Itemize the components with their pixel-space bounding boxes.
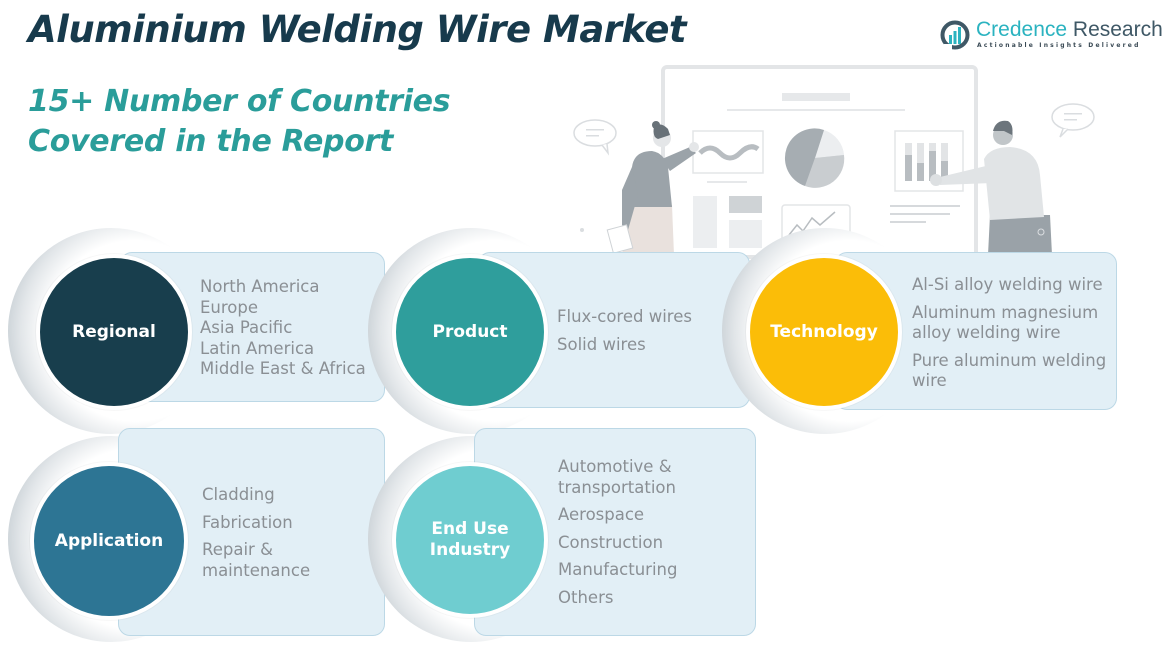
segment-item: Cladding: [202, 485, 275, 504]
presenter-man-icon: [930, 120, 1052, 255]
subtitle-line-1: 15+ Number of Countries: [28, 84, 451, 119]
logo-tagline: Actionable Insights Delivered: [977, 42, 1141, 49]
segment-item: Middle East & Africa: [200, 359, 366, 378]
speech-bubble-icon: [573, 103, 1095, 156]
segment-items-list: Cladding Fabrication Repair & maintenanc…: [202, 485, 362, 581]
page-title: Aluminium Welding Wire Market: [28, 8, 687, 51]
segment-label: End Use Industry: [430, 519, 510, 561]
segment-circle-end-use-industry: End Use Industry: [392, 462, 548, 618]
segment-items-list: North America Europe Asia Pacific Latin …: [200, 277, 366, 380]
segment-item: Automotive & transportation: [558, 457, 676, 497]
segment-item: Repair & maintenance: [202, 540, 311, 580]
logo-name-part2: Research: [1072, 18, 1163, 41]
presentation-illustration: [573, 65, 1095, 259]
segment-label: Technology: [770, 321, 878, 342]
presenter-woman-icon: [606, 121, 699, 255]
logo-wordmark: Credence Research: [976, 18, 1163, 42]
segment-item: Latin America: [200, 338, 315, 358]
segment-item: Solid wires: [557, 334, 646, 354]
segment-item: Others: [558, 587, 614, 607]
segment-circle-product: Product: [392, 254, 548, 410]
credence-research-logo: Credence Research Actionable Insights De…: [940, 18, 1163, 54]
logo-name-part1: Credence: [976, 18, 1068, 41]
segment-item: Manufacturing: [558, 560, 678, 579]
bar-chart-in-ring-icon: [940, 20, 970, 50]
segment-item: Aerospace: [558, 505, 645, 524]
segment-circle-regional: Regional: [36, 254, 192, 410]
subtitle-line-2: Covered in the Report: [28, 124, 394, 159]
segment-item: North America: [200, 277, 320, 296]
segment-item: Aluminum magnesium alloy welding wire: [912, 302, 1099, 343]
segment-item: Construction: [558, 532, 664, 552]
segment-label-line-2: Industry: [429, 540, 511, 560]
segment-item: Flux-cored wires: [557, 307, 692, 326]
segment-items-list: Al-Si alloy welding wire Aluminum magnes…: [912, 275, 1112, 392]
segment-label: Product: [432, 321, 508, 342]
segment-item: Europe: [200, 297, 259, 317]
segment-items-list: Automotive & transportation Aerospace Co…: [558, 457, 698, 608]
segment-circle-technology: Technology: [746, 254, 902, 410]
segment-item: Pure aluminum welding wire: [912, 350, 1107, 391]
segment-item: Asia Pacific: [200, 318, 293, 337]
segment-label-line-1: End Use: [431, 519, 509, 539]
segment-circle-application: Application: [30, 462, 188, 620]
segment-item: Al-Si alloy welding wire: [912, 275, 1103, 294]
segment-label: Regional: [72, 321, 156, 342]
segment-label: Application: [54, 530, 164, 551]
countries-covered-subtitle: 15+ Number of Countries Covered in the R…: [28, 82, 451, 162]
segment-items-list: Flux-cored wires Solid wires: [557, 307, 692, 355]
pie-chart-icon: [784, 128, 845, 188]
segment-item: Fabrication: [202, 512, 293, 532]
